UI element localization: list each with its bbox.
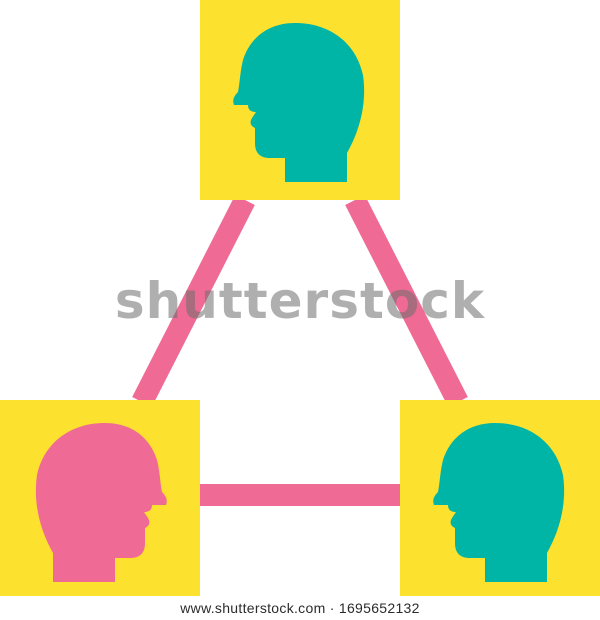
connector-bottom-left-to-bottom-right <box>198 484 402 506</box>
person-head-icon <box>35 423 167 582</box>
connector-top-to-bottom-right <box>345 195 468 407</box>
node-bottom-right <box>400 400 600 600</box>
connector-top-to-bottom-left <box>132 195 255 407</box>
node-bottom-left <box>0 400 200 600</box>
node-bottom-left-head-silhouette <box>35 423 167 582</box>
node-top-head-silhouette <box>233 23 365 182</box>
person-head-icon <box>233 23 365 182</box>
footer-credit: www.shutterstock.com · 1695652132 <box>0 596 600 620</box>
node-bottom-right-head-silhouette <box>433 423 565 582</box>
connectors <box>132 195 468 506</box>
person-head-icon <box>433 423 565 582</box>
node-top <box>200 0 400 200</box>
